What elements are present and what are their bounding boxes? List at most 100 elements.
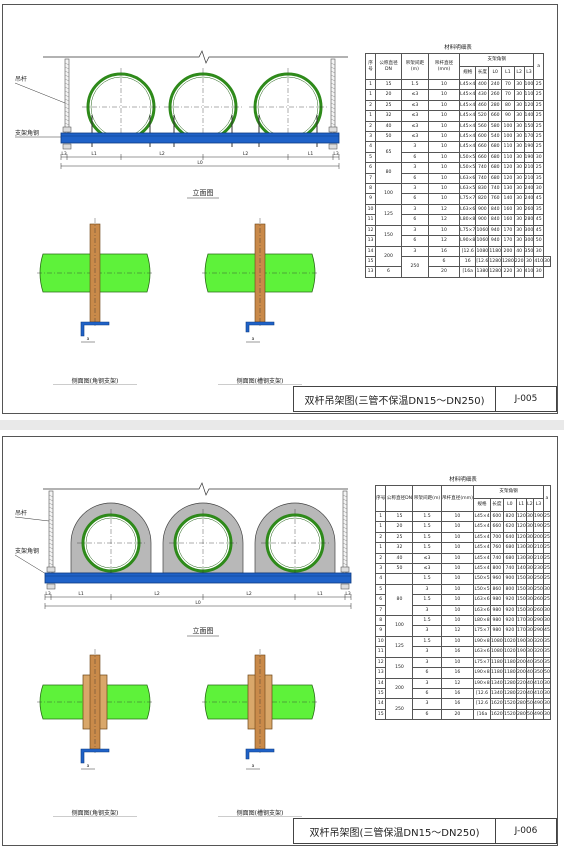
rod-thread	[342, 514, 348, 518]
table-cell: 6	[400, 151, 429, 164]
table-cell: 12	[364, 224, 377, 237]
table-cell: L90×8	[473, 667, 491, 679]
table-cell: 40	[525, 677, 534, 689]
table-cell: 20	[427, 266, 461, 278]
table-cell: 150	[515, 573, 527, 585]
table-cell: 1080	[475, 245, 490, 257]
table-cell: 6	[375, 266, 402, 278]
table-cell: 80	[375, 162, 402, 185]
rod-thread	[342, 558, 348, 562]
rod-nut	[328, 143, 338, 150]
table-cell: 1020	[502, 635, 517, 648]
break-line	[43, 482, 348, 496]
table-cell: 6	[412, 708, 442, 721]
table-cell: [12.6	[459, 245, 477, 257]
table-cell: 130	[515, 552, 527, 565]
table-cell: 30	[525, 542, 534, 554]
table-cell: 6	[374, 594, 387, 606]
table-cell: 35	[542, 656, 552, 669]
table-cell: 10	[440, 563, 475, 575]
table-cell: 1520	[502, 698, 517, 710]
table-cell: 740	[475, 162, 490, 174]
table-cell: 30	[525, 573, 534, 585]
table-cell: 30	[542, 677, 552, 689]
table-cell: 900	[475, 214, 490, 226]
side-view-caption: 侧面图(角钢支架)	[72, 377, 119, 385]
table-cell: 30	[542, 583, 552, 596]
table-cell: 45	[533, 224, 545, 237]
rod-thread	[48, 550, 54, 554]
table-cell: 410	[533, 255, 545, 268]
table-cell: 740	[502, 563, 517, 575]
table-cell: 150	[515, 583, 527, 596]
table-cell: 10	[440, 521, 475, 533]
rod-thread	[48, 554, 54, 558]
table-cell: 100	[523, 78, 535, 91]
rod-thread	[48, 514, 54, 518]
table-cell: 200	[385, 677, 414, 700]
table-cell: 200	[532, 531, 544, 544]
table-cell: L45×4	[473, 552, 491, 565]
elevation-caption: 立面图	[193, 188, 214, 197]
table-cell: 260	[532, 594, 544, 606]
table-cell: 640	[502, 531, 517, 544]
table-cell: 20	[385, 521, 414, 533]
table-cell: 660	[475, 141, 490, 153]
table-cell: 30	[513, 203, 525, 216]
dimension-label: L3	[61, 151, 67, 157]
table-cell: 980	[489, 594, 504, 606]
table-cell: 30	[533, 266, 545, 278]
rod-thread	[64, 86, 70, 90]
table-cell: L63×6	[473, 646, 491, 658]
table-cell: 160	[501, 214, 515, 226]
rod-thread	[330, 86, 336, 90]
table-cell: 25	[533, 162, 545, 174]
table-cell: L75×7	[473, 625, 491, 637]
table-cell: 6	[400, 235, 429, 247]
th-l1: L1	[515, 498, 527, 512]
table-cell: 50	[542, 667, 552, 679]
table-cell: 3	[412, 698, 442, 710]
beam-label: 支架角钢	[15, 547, 39, 555]
table-cell: 940	[488, 235, 503, 247]
channel-support	[245, 748, 275, 760]
table-cell: 125	[375, 203, 402, 226]
table-cell: 10	[427, 224, 461, 237]
table-cell: L63×6	[473, 594, 491, 606]
table-cell: 280	[523, 214, 535, 226]
rod-thread	[330, 94, 336, 98]
table-cell: 1180	[502, 667, 517, 679]
break-line	[43, 50, 348, 64]
rod-thread	[342, 554, 348, 558]
table-cell: 430	[475, 89, 490, 101]
table-cell: 110	[523, 89, 535, 101]
table-cell: 25	[533, 110, 545, 122]
table-cell: 300	[523, 224, 535, 237]
table-cell: 10	[440, 635, 475, 648]
table-cell: L90×8	[473, 677, 491, 689]
table-cell: 140	[523, 110, 535, 122]
dimension-label: L2	[243, 151, 249, 157]
table-cell: 30	[513, 78, 525, 91]
rod-nut	[340, 583, 350, 590]
table-cell: 10	[427, 151, 461, 164]
table-cell: 90	[501, 110, 515, 122]
table-cell: 10	[440, 583, 475, 596]
table-cell: 410	[523, 266, 535, 278]
pipe-inner	[269, 517, 321, 569]
table-cell: 800	[502, 583, 517, 596]
table-cell: 120	[501, 162, 515, 174]
table-cell: 1280	[502, 677, 517, 689]
table-cell: 10	[427, 131, 461, 143]
table-cell: 6	[400, 172, 429, 185]
rod-nut	[62, 143, 72, 150]
table-cell: 80	[501, 99, 515, 112]
table-cell: ≤3	[400, 120, 429, 133]
table-cell: 220	[513, 255, 525, 268]
